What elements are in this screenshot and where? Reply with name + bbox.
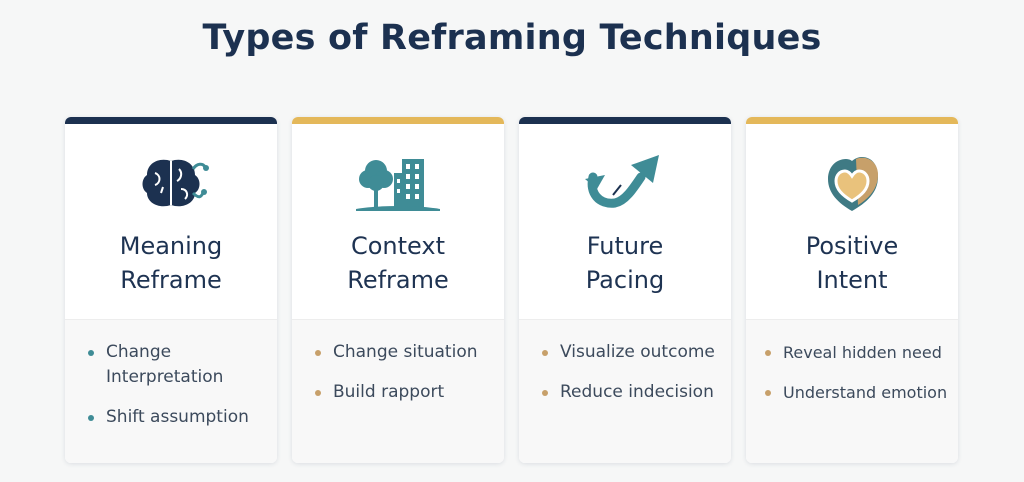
card-positive-intent: Positive Intent Reveal hidden need Under…	[746, 117, 958, 463]
card-top-bar	[65, 117, 277, 124]
heart-icon	[802, 149, 902, 217]
card-top-bar	[292, 117, 504, 124]
bullet-list: Change Interpretation Shift assumption	[87, 340, 269, 445]
brain-icon	[121, 149, 221, 217]
tree-building-icon	[348, 149, 448, 217]
page-title: Types of Reframing Techniques	[202, 18, 822, 58]
list-item: Understand emotion	[764, 380, 950, 405]
curved-arrow-icon	[575, 149, 675, 217]
list-item: Change situation	[314, 340, 496, 365]
card-top-bar	[746, 117, 958, 124]
bullet-dot-icon	[315, 390, 321, 396]
bullet-dot-icon	[88, 350, 94, 356]
card-bullets-section: Reveal hidden need Understand emotion	[746, 319, 958, 463]
card-future-pacing: Future Pacing Visualize outcome Reduce i…	[519, 117, 731, 463]
bullet-dot-icon	[542, 390, 548, 396]
bullet-dot-icon	[88, 415, 94, 421]
card-context-reframe: Context Reframe Change situation Build r…	[292, 117, 504, 463]
card-heading: Positive Intent	[805, 232, 899, 294]
list-item: Shift assumption	[87, 405, 269, 430]
card-heading: Future Pacing	[585, 232, 665, 294]
card-heading: Context Reframe	[347, 232, 449, 294]
bullet-dot-icon	[765, 390, 771, 396]
bullet-list: Visualize outcome Reduce indecision	[541, 340, 723, 420]
card-heading: Meaning Reframe	[119, 232, 223, 294]
bullet-list: Reveal hidden need Understand emotion	[764, 340, 950, 420]
list-item: Reduce indecision	[541, 380, 723, 405]
bullet-list: Change situation Build rapport	[314, 340, 496, 420]
card-bullets-section: Change Interpretation Shift assumption	[65, 319, 277, 463]
list-item: Change Interpretation	[87, 340, 269, 390]
list-item: Build rapport	[314, 380, 496, 405]
card-bullets-section: Change situation Build rapport	[292, 319, 504, 463]
bullet-dot-icon	[315, 350, 321, 356]
card-meaning-reframe: Meaning Reframe Change Interpretation Sh…	[65, 117, 277, 463]
bullet-dot-icon	[542, 350, 548, 356]
list-item: Visualize outcome	[541, 340, 723, 365]
card-top-bar	[519, 117, 731, 124]
bullet-dot-icon	[765, 350, 771, 356]
list-item: Reveal hidden need	[764, 340, 950, 365]
card-bullets-section: Visualize outcome Reduce indecision	[519, 319, 731, 463]
